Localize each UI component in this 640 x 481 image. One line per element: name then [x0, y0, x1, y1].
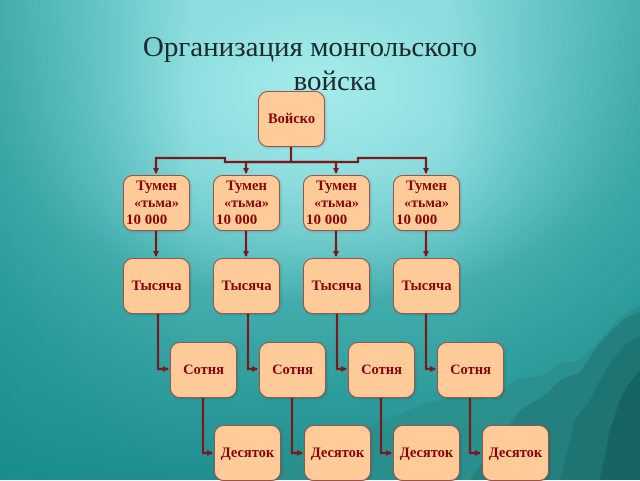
node-hundred: Сотня — [170, 342, 237, 398]
hundred-label: Сотня — [183, 361, 224, 378]
tumen-size: 10 000 — [306, 211, 348, 228]
ten-label: Десяток — [399, 444, 454, 461]
tumen-alias: «тьма» — [224, 195, 269, 211]
node-thousand: Тысяча — [393, 258, 460, 314]
node-hundred: Сотня — [348, 342, 415, 398]
tumen-label: Тумен — [226, 177, 267, 194]
tumen-label: Тумен — [316, 177, 357, 194]
node-hundred: Сотня — [259, 342, 326, 398]
node-ten: Десяток — [393, 425, 460, 481]
ten-label: Десяток — [220, 444, 275, 461]
node-army-label: Войско — [267, 110, 316, 127]
thousand-label: Тысяча — [131, 277, 182, 294]
node-army: Войско — [258, 91, 325, 147]
node-ten: Десяток — [482, 425, 549, 481]
ten-label: Десяток — [488, 444, 543, 461]
tumen-size: 10 000 — [216, 211, 258, 228]
tumen-size: 10 000 — [396, 211, 438, 228]
tumen-alias: «тьма» — [134, 195, 179, 211]
node-tumen: Тумен «тьма» 10 000 — [123, 175, 190, 231]
node-thousand: Тысяча — [123, 258, 190, 314]
hundred-label: Сотня — [361, 361, 402, 378]
hundred-label: Сотня — [450, 361, 491, 378]
ten-label: Десяток — [310, 444, 365, 461]
node-ten: Десяток — [214, 425, 281, 481]
hundred-label: Сотня — [272, 361, 313, 378]
thousand-label: Тысяча — [221, 277, 272, 294]
tumen-alias: «тьма» — [314, 195, 359, 211]
thousand-label: Тысяча — [311, 277, 362, 294]
node-thousand: Тысяча — [213, 258, 280, 314]
node-thousand: Тысяча — [303, 258, 370, 314]
tumen-label: Тумен — [406, 177, 447, 194]
node-hundred: Сотня — [437, 342, 504, 398]
tumen-label: Тумен — [136, 177, 177, 194]
node-tumen: Тумен «тьма» 10 000 — [393, 175, 460, 231]
node-ten: Десяток — [304, 425, 371, 481]
node-tumen: Тумен «тьма» 10 000 — [303, 175, 370, 231]
node-tumen: Тумен «тьма» 10 000 — [213, 175, 280, 231]
tumen-alias: «тьма» — [404, 195, 449, 211]
page-title-line1: Организация монгольского — [142, 31, 478, 63]
tumen-size: 10 000 — [126, 211, 168, 228]
thousand-label: Тысяча — [401, 277, 452, 294]
